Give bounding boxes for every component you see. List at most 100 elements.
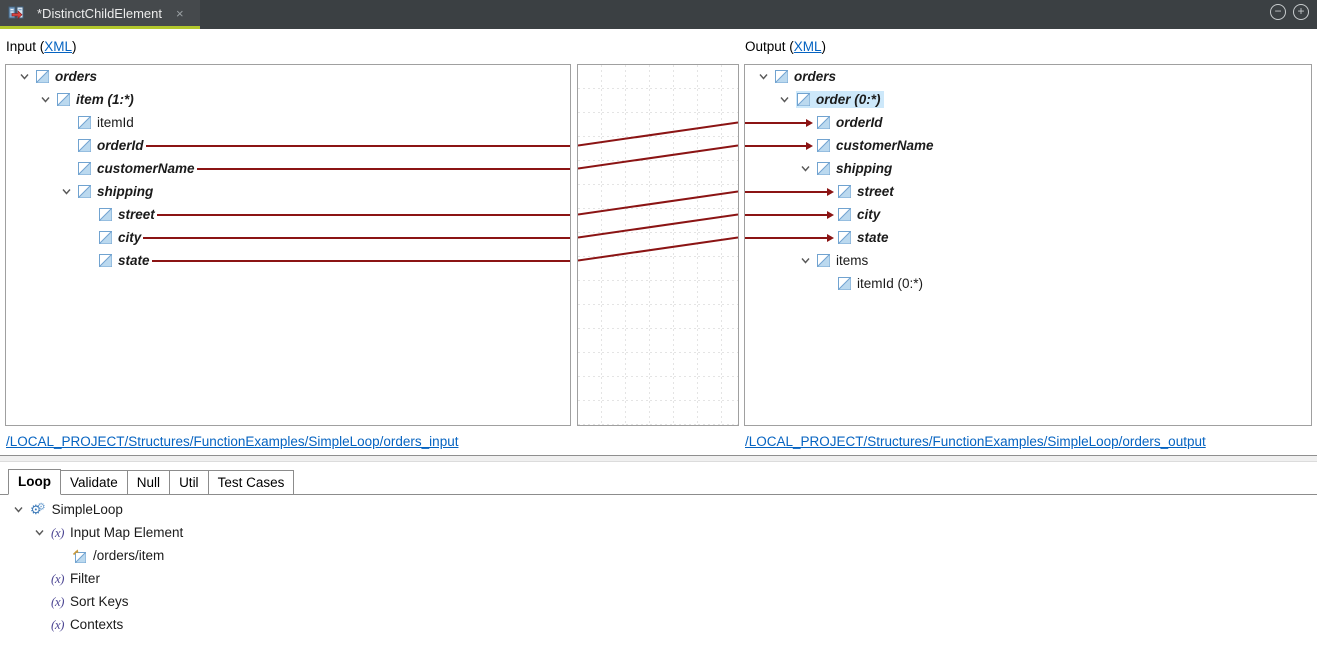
- loop-gears-icon: ⚙⚙: [30, 502, 46, 517]
- output-tree-panel: orders order (0:*) orderId customerName ship…: [744, 64, 1312, 426]
- xml-element-icon: [838, 208, 851, 221]
- output-structure-link[interactable]: /LOCAL_PROJECT/Structures/FunctionExampl…: [745, 434, 1206, 449]
- node-label: state: [857, 230, 889, 245]
- input-header: Input (XML): [6, 39, 77, 54]
- xml-element-icon: [838, 185, 851, 198]
- tree-row[interactable]: items: [745, 249, 1311, 272]
- node-label: orderId: [97, 138, 144, 153]
- node-label: /orders/item: [93, 548, 165, 563]
- xml-element-icon: [775, 70, 788, 83]
- chevron-down-icon[interactable]: [797, 255, 817, 266]
- collapse-all-button[interactable]: −: [1270, 4, 1286, 20]
- mapping-connection: [578, 213, 738, 239]
- xml-element-icon: [817, 116, 830, 129]
- input-structure-link[interactable]: /LOCAL_PROJECT/Structures/FunctionExampl…: [6, 434, 459, 449]
- xml-element-icon: [99, 231, 112, 244]
- tree-row[interactable]: shipping: [6, 180, 570, 203]
- node-label: SimpleLoop: [51, 502, 123, 517]
- mapping-document-icon: [8, 5, 24, 21]
- tree-row[interactable]: itemId: [6, 111, 570, 134]
- mapping-arrow-icon: [745, 233, 834, 242]
- tab-null[interactable]: Null: [127, 470, 171, 494]
- xml-element-icon: [78, 185, 91, 198]
- node-label: shipping: [836, 161, 893, 176]
- tab-loop[interactable]: Loop: [8, 469, 61, 495]
- tree-row[interactable]: orderId: [745, 111, 1311, 134]
- chevron-down-icon[interactable]: [58, 186, 78, 197]
- mapping-line: [156, 213, 570, 216]
- xml-element-icon: [838, 231, 851, 244]
- xml-element-icon: [36, 70, 49, 83]
- titlebar: *DistinctChildElement × − +: [0, 0, 1317, 29]
- expand-all-button[interactable]: +: [1293, 4, 1309, 20]
- mapping-lines-svg: [578, 65, 738, 425]
- xml-element-icon: [57, 93, 70, 106]
- tree-row[interactable]: (x)Contexts: [0, 613, 1317, 636]
- tree-row[interactable]: shipping: [745, 157, 1311, 180]
- node-label: state: [118, 253, 150, 268]
- tree-row[interactable]: state: [745, 226, 1311, 249]
- close-icon[interactable]: ×: [176, 5, 184, 21]
- tree-row[interactable]: ⚙⚙ SimpleLoop: [0, 498, 1317, 521]
- xml-element-icon: [838, 277, 851, 290]
- mapping-connection: [578, 190, 738, 216]
- chevron-down-icon[interactable]: [797, 163, 817, 174]
- chevron-down-icon[interactable]: [776, 94, 796, 105]
- tree-row[interactable]: /orders/item: [0, 544, 1317, 567]
- node-label: city: [857, 207, 881, 222]
- document-tab[interactable]: *DistinctChildElement ×: [0, 0, 200, 26]
- node-label: customerName: [97, 161, 195, 176]
- mapping-arrow-icon: [745, 187, 834, 196]
- tree-row[interactable]: street: [745, 180, 1311, 203]
- node-label: itemId: [97, 115, 134, 130]
- node-label: orders: [794, 69, 837, 84]
- tree-row[interactable]: customerName: [745, 134, 1311, 157]
- tree-row[interactable]: orders: [745, 65, 1311, 88]
- chevron-down-icon[interactable]: [37, 94, 57, 105]
- xml-element-icon: [817, 139, 830, 152]
- tree-row[interactable]: order (0:*): [745, 88, 1311, 111]
- chevron-down-icon[interactable]: [31, 527, 51, 538]
- tree-row[interactable]: customerName: [6, 157, 570, 180]
- tree-row[interactable]: orders: [6, 65, 570, 88]
- tab-util[interactable]: Util: [170, 470, 209, 494]
- xml-element-icon: [78, 139, 91, 152]
- tab-test-cases[interactable]: Test Cases: [208, 470, 295, 494]
- function-icon: (x): [51, 570, 64, 586]
- chevron-down-icon[interactable]: [755, 71, 775, 82]
- mapping-arrow-icon: [745, 210, 834, 219]
- node-label: street: [118, 207, 155, 222]
- node-label: itemId (0:*): [857, 276, 924, 291]
- node-label: orders: [55, 69, 98, 84]
- tree-row[interactable]: itemId (0:*): [745, 272, 1311, 295]
- xml-element-icon: [78, 162, 91, 175]
- tree-row[interactable]: city: [745, 203, 1311, 226]
- xml-element-icon: [817, 254, 830, 267]
- tree-row[interactable]: (x)Input Map Element: [0, 521, 1317, 544]
- tree-row[interactable]: city: [6, 226, 570, 249]
- xml-element-icon: [817, 162, 830, 175]
- node-label: street: [857, 184, 894, 199]
- mapping-line: [145, 144, 570, 147]
- tree-row[interactable]: orderId: [6, 134, 570, 157]
- chevron-down-icon[interactable]: [16, 71, 36, 82]
- tab-validate[interactable]: Validate: [61, 470, 128, 494]
- mapping-connection: [578, 121, 738, 147]
- mapping-arrow-icon: [745, 141, 813, 150]
- output-xml-link[interactable]: XML: [793, 39, 822, 54]
- tree-row[interactable]: (x)Sort Keys: [0, 590, 1317, 613]
- node-label: orderId: [836, 115, 883, 130]
- xml-element-icon: [99, 208, 112, 221]
- mapping-connection: [578, 144, 738, 170]
- node-label: shipping: [97, 184, 154, 199]
- tree-row[interactable]: item (1:*): [6, 88, 570, 111]
- mapping-canvas[interactable]: [577, 64, 739, 426]
- tree-row[interactable]: (x)Filter: [0, 567, 1317, 590]
- chevron-down-icon[interactable]: [10, 504, 30, 515]
- input-xml-link[interactable]: XML: [44, 39, 73, 54]
- tree-row[interactable]: state: [6, 249, 570, 272]
- node-label: item (1:*): [76, 92, 134, 107]
- tree-row[interactable]: street: [6, 203, 570, 226]
- horizontal-splitter[interactable]: [0, 455, 1317, 462]
